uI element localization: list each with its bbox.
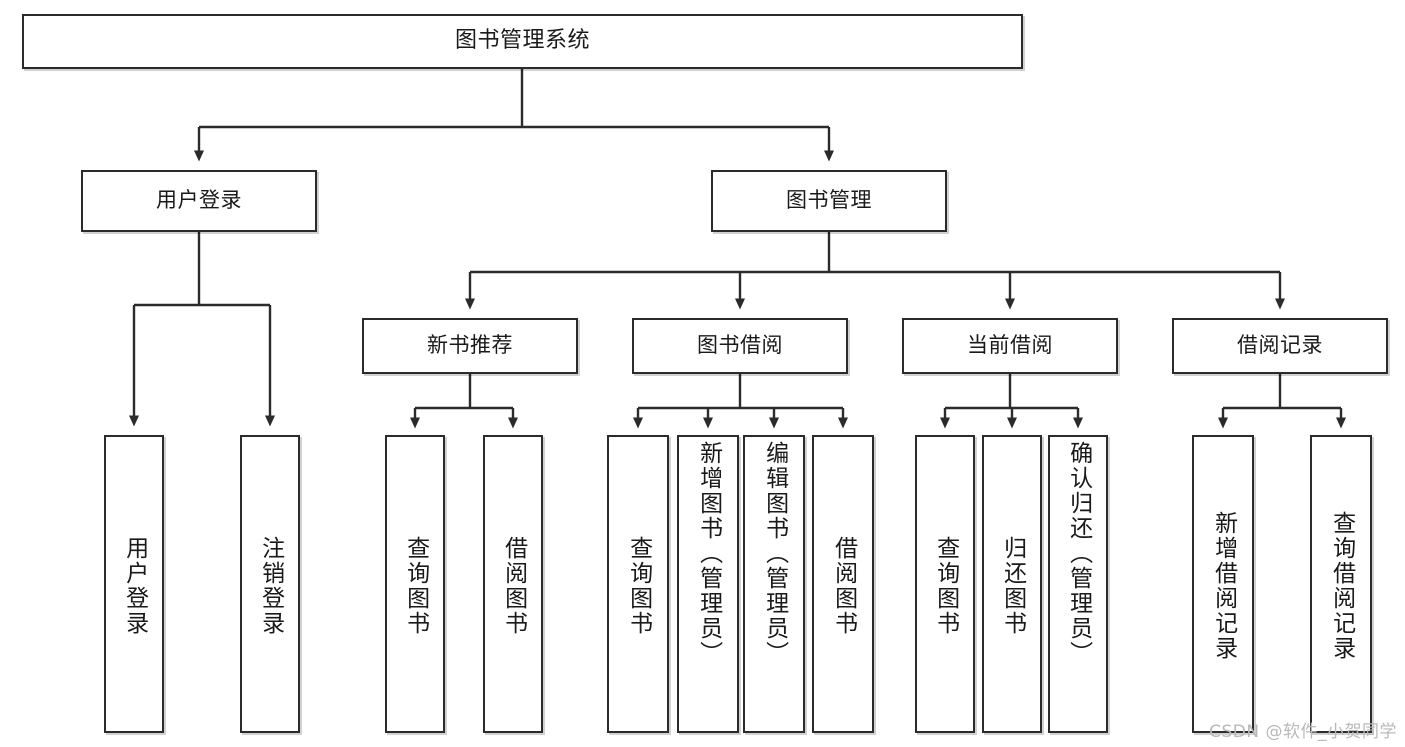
leaf-node-label: 查询图书 bbox=[932, 536, 959, 636]
node-borrow-records[interactable]: 借阅记录 bbox=[1172, 318, 1388, 374]
node-book-borrow[interactable]: 图书借阅 bbox=[632, 318, 848, 374]
node-new-book-recommend-label: 新书推荐 bbox=[427, 333, 513, 358]
leaf-node-label: 注销登录 bbox=[257, 536, 284, 636]
node-current-borrow-label: 当前借阅 bbox=[967, 333, 1053, 358]
leaf-node-label: 新增借阅记录 bbox=[1210, 511, 1237, 661]
leaf-node[interactable]: 查询图书 bbox=[385, 435, 445, 733]
leaf-node-label: 借阅图书 bbox=[830, 536, 857, 636]
leaf-node[interactable]: 用户登录 bbox=[104, 435, 164, 733]
node-book-management-label: 图书管理 bbox=[786, 188, 872, 213]
node-borrow-records-label: 借阅记录 bbox=[1237, 333, 1323, 358]
leaf-node-label: 新增图书（管理员） bbox=[695, 441, 722, 666]
leaf-node[interactable]: 归还图书 bbox=[982, 435, 1042, 733]
leaf-node[interactable]: 新增图书（管理员） bbox=[677, 435, 739, 733]
leaf-node[interactable]: 查询图书 bbox=[915, 435, 975, 733]
leaf-node-label: 归还图书 bbox=[999, 536, 1026, 636]
leaf-node[interactable]: 查询图书 bbox=[607, 435, 669, 733]
leaf-node-label: 用户登录 bbox=[121, 536, 148, 636]
leaf-node[interactable]: 注销登录 bbox=[240, 435, 300, 733]
leaf-node-label: 确认归还（管理员） bbox=[1065, 441, 1092, 666]
leaf-node[interactable]: 确认归还（管理员） bbox=[1048, 435, 1108, 733]
leaf-node-label: 编辑图书（管理员） bbox=[761, 441, 788, 666]
leaf-node[interactable]: 新增借阅记录 bbox=[1192, 435, 1254, 733]
node-book-management[interactable]: 图书管理 bbox=[711, 170, 947, 232]
csdn-watermark: CSDN @软件_小贺同学 bbox=[1209, 722, 1397, 742]
node-current-borrow[interactable]: 当前借阅 bbox=[902, 318, 1118, 374]
leaf-node-label: 查询图书 bbox=[625, 536, 652, 636]
leaf-node[interactable]: 借阅图书 bbox=[483, 435, 543, 733]
leaf-node[interactable]: 编辑图书（管理员） bbox=[743, 435, 805, 733]
node-root-label: 图书管理系统 bbox=[454, 28, 590, 54]
node-user-login-label: 用户登录 bbox=[156, 188, 242, 213]
leaf-node-label: 借阅图书 bbox=[500, 536, 527, 636]
leaf-node[interactable]: 查询借阅记录 bbox=[1310, 435, 1372, 733]
node-book-borrow-label: 图书借阅 bbox=[697, 333, 783, 358]
node-root[interactable]: 图书管理系统 bbox=[22, 14, 1023, 69]
leaf-node-label: 查询借阅记录 bbox=[1328, 511, 1355, 661]
node-user-login[interactable]: 用户登录 bbox=[81, 170, 317, 232]
leaf-node[interactable]: 借阅图书 bbox=[812, 435, 874, 733]
leaf-node-label: 查询图书 bbox=[402, 536, 429, 636]
node-new-book-recommend[interactable]: 新书推荐 bbox=[362, 318, 578, 374]
